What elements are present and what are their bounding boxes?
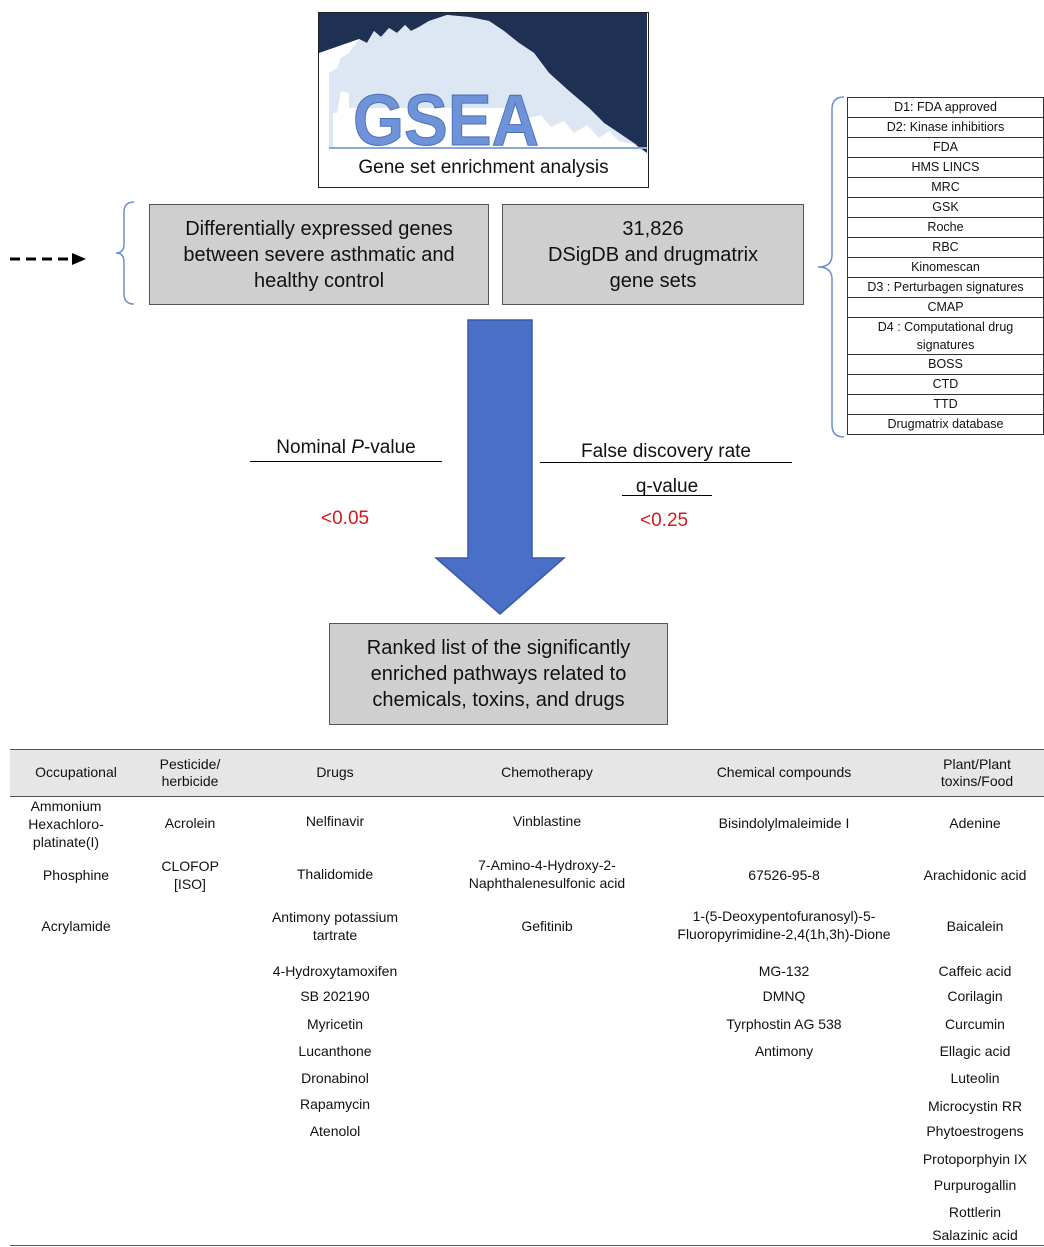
chemical-cell: 1-(5-Deoxypentofuranosyl)-5-Fluoropyrimi… xyxy=(677,908,891,942)
results-table: Occupational Pesticide/ herbicide Drugs … xyxy=(10,749,1044,797)
down-arrow-icon xyxy=(434,319,566,615)
chemotherapy-cell: Vinblastine xyxy=(512,813,582,829)
drugs-cell: 4-Hydroxytamoxifen xyxy=(272,963,398,979)
drugs-cell: Myricetin xyxy=(306,1016,363,1032)
occupational-cell: Ammonium Hexachloro-platinate(I) xyxy=(28,798,104,850)
right-brace xyxy=(817,96,845,438)
db-item: CTD xyxy=(848,375,1043,395)
fdr-label: False discovery rate xyxy=(580,441,751,462)
nominal-p-italic: P xyxy=(351,437,364,458)
drugs-cell: Thalidomide xyxy=(296,866,374,882)
nominal-suffix: -value xyxy=(363,437,416,458)
plant-cell: Phytoestrogens xyxy=(926,1123,1024,1139)
drugs-cell: Nelfinavir xyxy=(305,813,365,829)
db-item: CMAP xyxy=(848,298,1043,318)
db-item: BOSS xyxy=(848,355,1043,375)
chemical-cell: Tyrphostin AG 538 xyxy=(726,1016,842,1032)
db-item: Drugmatrix database xyxy=(887,417,1004,431)
plant-cell: Rottlerin xyxy=(948,1204,1002,1220)
db-item: Kinomescan xyxy=(848,258,1043,278)
q-value-underline xyxy=(622,495,712,496)
nominal-threshold: <0.05 xyxy=(321,508,370,529)
db-item: RBC xyxy=(848,238,1043,258)
fdr-threshold: <0.25 xyxy=(640,510,689,531)
plant-cell: Corilagin xyxy=(947,988,1003,1004)
plant-cell: Ellagic acid xyxy=(939,1043,1011,1059)
q-value-label: q-value xyxy=(635,476,699,497)
plant-cell: Baicalein xyxy=(946,918,1004,934)
drugs-cell: SB 202190 xyxy=(300,988,370,1004)
dashed-arrow-icon xyxy=(10,253,86,265)
plant-cell: Arachidonic acid xyxy=(923,867,1027,883)
db-item: HMS LINCS xyxy=(848,158,1043,178)
plant-cell: Adenine xyxy=(949,815,1001,831)
nominal-p-label: Nominal P-value xyxy=(250,437,442,459)
table-header: Occupational Pesticide/ herbicide Drugs … xyxy=(10,749,1044,797)
drugs-cell: Lucanthone xyxy=(298,1043,372,1059)
table-bottom-rule xyxy=(10,1245,1044,1246)
plant-cell: Luteolin xyxy=(950,1070,1000,1086)
pesticide-cell: CLOFOP [ISO] xyxy=(161,858,219,892)
plant-cell: Salazinic acid xyxy=(932,1227,1018,1243)
db-item: FDA xyxy=(848,138,1043,158)
drugs-cell: Atenolol xyxy=(309,1123,361,1139)
degs-box: Differentially expressed genes between s… xyxy=(149,204,489,305)
left-brace xyxy=(115,201,135,305)
header-drugs: Drugs xyxy=(316,764,354,780)
chemical-cell: Antimony xyxy=(754,1043,814,1059)
db-item: D4 : Computational drug signatures xyxy=(848,318,1043,355)
chemical-cell: Bisindolylmaleimide I xyxy=(718,815,850,831)
plant-cell: Curcumin xyxy=(945,1016,1005,1032)
chemotherapy-cell: Gefitinib xyxy=(521,918,573,934)
occupational-cell: Phosphine xyxy=(42,867,110,883)
drugs-cell: Rapamycin xyxy=(299,1096,371,1112)
db-item: MRC xyxy=(848,178,1043,198)
db-item: D1: FDA approved xyxy=(848,98,1043,118)
header-occupational: Occupational xyxy=(35,764,117,780)
degs-text: Differentially expressed genes between s… xyxy=(183,217,455,292)
plant-cell: Protoporphyin IX xyxy=(922,1151,1028,1167)
gsea-wordmark: GSEA xyxy=(353,81,539,161)
db-item: D2: Kinase inhibitiors xyxy=(848,118,1043,138)
db-item: TTD xyxy=(848,395,1043,415)
chemical-cell: 67526-95-8 xyxy=(748,867,820,883)
ranked-list-box: Ranked list of the significantly enriche… xyxy=(329,623,668,725)
gene-sets-box: 31,826 DSigDB and drugmatrix gene sets xyxy=(502,204,804,305)
chemical-cell: DMNQ xyxy=(762,988,806,1004)
plant-cell: Caffeic acid xyxy=(938,963,1012,979)
database-list: D1: FDA approved D2: Kinase inhibitiors … xyxy=(847,97,1044,435)
gsea-logo-box: GSEA Gene set enrichment analysis xyxy=(318,12,649,188)
db-item: D3 : Perturbagen signatures xyxy=(848,278,1043,298)
header-pesticide: Pesticide/ herbicide xyxy=(159,755,221,789)
nominal-prefix: Nominal xyxy=(276,437,352,458)
db-item: Roche xyxy=(848,218,1043,238)
gsea-caption: Gene set enrichment analysis xyxy=(358,157,609,178)
fdr-underline xyxy=(540,462,792,463)
db-item: GSK xyxy=(848,198,1043,218)
header-chemotherapy: Chemotherapy xyxy=(501,764,593,780)
gene-sets-desc: DSigDB and drugmatrix gene sets xyxy=(547,243,759,292)
header-chemical: Chemical compounds xyxy=(716,764,852,780)
gsea-logo: GSEA xyxy=(319,13,647,162)
drugs-cell: Dronabinol xyxy=(301,1070,369,1086)
gene-sets-count: 31,826 xyxy=(622,217,684,240)
plant-cell: Purpurogallin xyxy=(933,1177,1017,1193)
nominal-underline xyxy=(250,461,442,462)
plant-cell: Microcystin RR xyxy=(927,1098,1023,1114)
chemical-cell: MG-132 xyxy=(758,963,810,979)
drugs-cell: Antimony potassium tartrate xyxy=(271,909,399,943)
ranked-list-text: Ranked list of the significantly enriche… xyxy=(366,637,631,711)
occupational-cell: Acrylamide xyxy=(41,918,111,934)
pesticide-cell: Acrolein xyxy=(164,815,216,831)
header-plant: Plant/Plant toxins/Food xyxy=(940,755,1014,789)
chemotherapy-cell: 7-Amino-4-Hydroxy-2-Naphthalenesulfonic … xyxy=(468,857,626,891)
